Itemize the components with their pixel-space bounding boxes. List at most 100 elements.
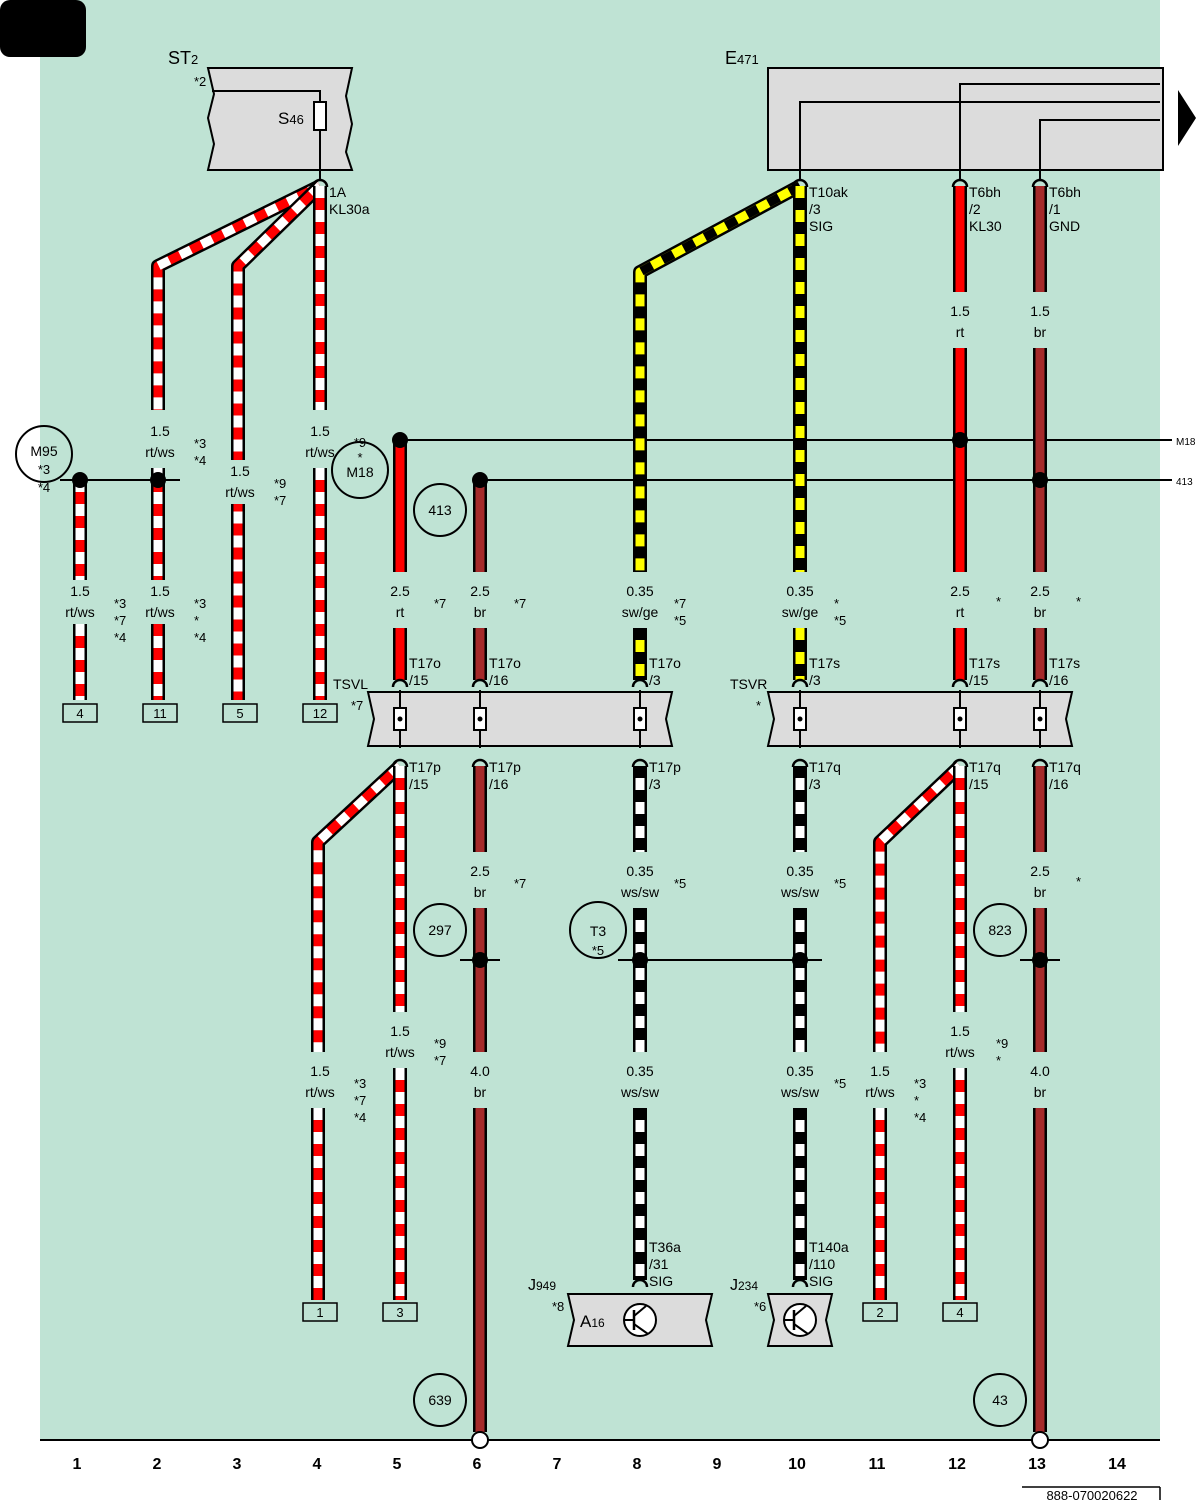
connector-pin-label: GND [1049, 218, 1080, 234]
wire-label: 0.35 [786, 863, 813, 879]
wire-label: rt/ws [865, 1084, 895, 1100]
wire [233, 182, 324, 700]
terminal-number: 4 [956, 1305, 963, 1320]
reference-number: 413 [428, 502, 452, 518]
wire-label: 1.5 [230, 463, 250, 479]
ground-point-m95: M95 *3 *4 [15, 425, 73, 495]
connector-pin-label: T17o [489, 655, 521, 671]
column-number: 13 [1028, 1456, 1046, 1473]
connector-pin-label: KL30a [329, 201, 370, 217]
terminal-number: 3 [396, 1305, 403, 1320]
connector-pin-label: /2 [969, 201, 981, 217]
wire-label-bg [934, 300, 986, 344]
wire-label: rt/ws [145, 444, 175, 460]
reference-circle: 413 [413, 483, 467, 537]
terminal-number: 5 [236, 706, 243, 721]
connector-pin-label: /3 [809, 776, 821, 792]
footnote-marker: *9 [434, 1036, 446, 1051]
wire-label: 1.5 [310, 1063, 330, 1079]
terminal-number: 12 [313, 706, 327, 721]
terminal-box: 4 [942, 1302, 978, 1322]
footnote-marker: *7 [434, 596, 446, 611]
wire-label-bg [1014, 1060, 1066, 1104]
terminal-box: 5 [222, 703, 258, 723]
footnote-marker: *5 [674, 613, 686, 628]
wire-label: 1.5 [390, 1023, 410, 1039]
footnote-marker: * [996, 1053, 1001, 1068]
doc-code: 888-070020622 [1046, 1488, 1137, 1500]
connector-pin-label: /31 [649, 1256, 669, 1272]
m95-label: M95 [30, 443, 57, 459]
s46-label: S46 [278, 109, 304, 128]
m95-note: *3 [38, 462, 50, 477]
wire-label: ws/sw [620, 1084, 660, 1100]
column-number: 9 [713, 1456, 722, 1473]
wire-label-bg [774, 1060, 826, 1104]
footnote-marker: *9 [996, 1036, 1008, 1051]
column-number: 6 [473, 1456, 482, 1473]
wire-label: br [1034, 604, 1047, 620]
wire-label-bg [934, 580, 986, 624]
wire-label: rt/ws [65, 604, 95, 620]
junction-dot [1032, 952, 1048, 968]
footnote-marker: *5 [674, 876, 686, 891]
wire-label: 4.0 [1030, 1063, 1050, 1079]
connector-pin-label: T17p [489, 759, 521, 775]
footnote-marker: *7 [354, 1093, 366, 1108]
wire-label: ws/sw [780, 1084, 820, 1100]
column-number: 3 [233, 1456, 242, 1473]
connector-icon [391, 758, 409, 768]
connector-pin-label: T17p [409, 759, 441, 775]
footnote-marker: *3 [914, 1076, 926, 1091]
terminal-box: 11 [142, 703, 178, 723]
connector-icon [631, 1278, 649, 1288]
connector-pin-label: T17q [809, 759, 841, 775]
j949-note: *8 [552, 1299, 564, 1314]
transistor-icon [623, 1303, 657, 1337]
connector-pin-label: T17o [409, 655, 441, 671]
connector-pin-label: T17s [1049, 655, 1080, 671]
connector-icon [471, 678, 489, 688]
terminal-number: 1 [316, 1305, 323, 1320]
column-number: 4 [313, 1456, 322, 1473]
connector-icon [311, 178, 329, 188]
connector-icon [1031, 758, 1049, 768]
wire-label: 2.5 [1030, 583, 1050, 599]
connector-pin-label: T17s [809, 655, 840, 671]
connector-icon [1031, 678, 1049, 688]
wire-label: rt/ws [945, 1044, 975, 1060]
wire-label-bg [1014, 300, 1066, 344]
footnote-marker: *3 [194, 596, 206, 611]
wire-label: br [1034, 324, 1047, 340]
wire-label: rt/ws [305, 1084, 335, 1100]
junction-dot [632, 952, 648, 968]
wire-label-bg [614, 860, 666, 904]
terminal-number: 4 [76, 706, 83, 721]
wire-label: rt/ws [385, 1044, 415, 1060]
tsvl-label: TSVL [333, 676, 368, 692]
footnote-marker: * [1076, 594, 1081, 609]
wire-label: 0.35 [786, 1063, 813, 1079]
wire-label-bg [454, 860, 506, 904]
reference-number: 43 [992, 1392, 1008, 1408]
connector-pin-label: /3 [649, 776, 661, 792]
wire-label: 4.0 [470, 1063, 490, 1079]
footnote-marker: *5 [834, 1076, 846, 1091]
connector-pin-label: SIG [649, 1273, 673, 1289]
wire-label: 0.35 [626, 583, 653, 599]
connector-icon [791, 1278, 809, 1288]
column-number: 12 [948, 1456, 966, 1473]
footnote-marker: *7 [434, 1053, 446, 1068]
wire-label-bg [1014, 580, 1066, 624]
footnote-marker: *7 [674, 596, 686, 611]
wire-label-bg [854, 1060, 906, 1104]
ground-terminal [471, 1431, 489, 1449]
connector-icon [951, 758, 969, 768]
corner-badge [0, 0, 86, 57]
wire-label: 1.5 [870, 1063, 890, 1079]
reference-circle: 639 [413, 1373, 467, 1427]
connector-pin-label: T17p [649, 759, 681, 775]
terminal-box: 12 [302, 703, 338, 723]
footnote-marker: *4 [914, 1110, 926, 1125]
transistor-icon [783, 1303, 817, 1337]
